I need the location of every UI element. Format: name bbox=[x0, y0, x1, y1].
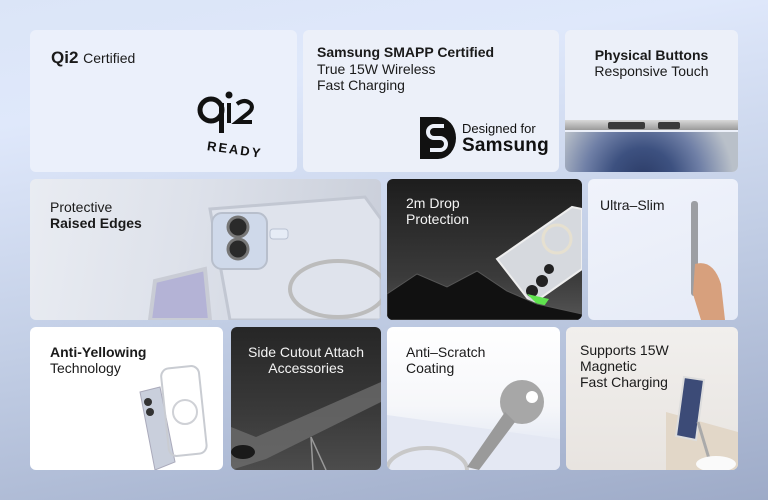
hand-holding-phone-image bbox=[691, 201, 725, 320]
cutout-line1: Side Cutout Attach bbox=[248, 344, 364, 360]
badge-line1: Designed for bbox=[462, 120, 536, 136]
charging-line2: Magnetic bbox=[580, 358, 637, 374]
phone-case-image bbox=[147, 195, 381, 320]
scratch-line2: Coating bbox=[406, 360, 455, 376]
card-magnetic-charging: Supports 15W Magnetic Fast Charging bbox=[566, 327, 738, 470]
charging-line1: Supports 15W bbox=[580, 342, 669, 358]
smapp-line1: Samsung SMAPP Certified bbox=[317, 44, 495, 60]
qi2-ready-logo-icon: READY bbox=[197, 91, 263, 160]
phone-edge-image bbox=[565, 120, 738, 130]
card-side-cutout: Side Cutout Attach Accessories bbox=[231, 327, 381, 470]
qi2-title-rest: Certified bbox=[83, 50, 136, 66]
card-anti-yellowing: Anti-Yellowing Technology bbox=[30, 327, 223, 470]
designed-for-samsung-badge: Designed for Samsung bbox=[420, 117, 549, 159]
smapp-line3: Fast Charging bbox=[317, 77, 405, 93]
key-on-case-image bbox=[387, 380, 560, 470]
smapp-line2: True 15W Wireless bbox=[317, 61, 436, 77]
drop-line2: Protection bbox=[406, 211, 470, 227]
card-anti-scratch: Anti–Scratch Coating bbox=[387, 327, 560, 470]
samsung-s-logo-icon bbox=[420, 117, 456, 159]
charging-line3: Fast Charging bbox=[580, 374, 668, 390]
drop-line1: 2m Drop bbox=[406, 195, 460, 211]
qi2-title: Qi2 Certified bbox=[51, 48, 135, 68]
scratch-line1: Anti–Scratch bbox=[406, 344, 486, 360]
phone-and-clear-case-image bbox=[139, 365, 208, 470]
phone-button-icon bbox=[608, 122, 645, 129]
charging-stand-image bbox=[666, 375, 738, 470]
phone-button-icon bbox=[658, 122, 680, 129]
edges-line2: Raised Edges bbox=[50, 215, 142, 231]
qi2-ready-text: READY bbox=[206, 138, 263, 160]
card-qi2-certified: Qi2 Certified READY bbox=[30, 30, 297, 172]
buttons-line1: Physical Buttons bbox=[594, 47, 709, 63]
cutout-line2: Accessories bbox=[268, 360, 344, 376]
badge-line2: Samsung bbox=[462, 134, 549, 156]
card-physical-buttons: Physical Buttons Responsive Touch bbox=[565, 30, 738, 172]
phone-screen-image bbox=[565, 132, 738, 172]
yellowing-line1: Anti-Yellowing bbox=[50, 344, 147, 360]
buttons-line2: Responsive Touch bbox=[594, 63, 709, 79]
case-lanyard-image bbox=[231, 382, 381, 470]
slim-line1: Ultra–Slim bbox=[600, 197, 665, 213]
qi2-title-bold: Qi2 bbox=[51, 48, 79, 67]
yellowing-line2: Technology bbox=[50, 360, 121, 376]
card-smapp-certified: Samsung SMAPP Certified True 15W Wireles… bbox=[303, 30, 559, 172]
drop-phone-image bbox=[387, 205, 582, 320]
card-drop-protection: 2m Drop Protection bbox=[387, 179, 582, 320]
card-ultra-slim: Ultra–Slim bbox=[588, 179, 738, 320]
edges-line1: Protective bbox=[50, 199, 113, 215]
card-raised-edges: Protective Raised Edges bbox=[30, 179, 381, 320]
